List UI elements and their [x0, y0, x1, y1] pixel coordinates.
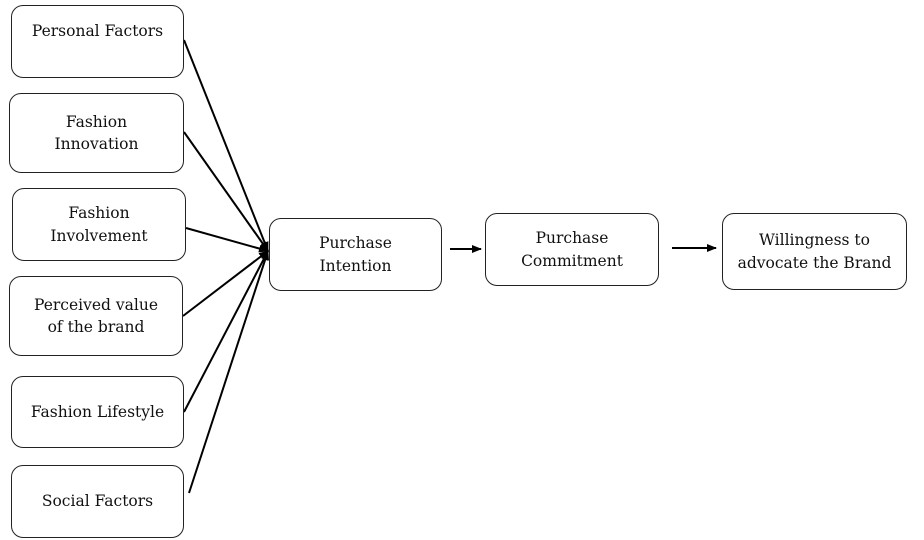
arrow-personal-to-intention — [183, 39, 269, 252]
arrow-innovation-to-intention — [183, 131, 269, 252]
social-factors-label: Social Factors — [41, 492, 154, 511]
perceived-value-box: Perceived value of the brand — [9, 276, 183, 356]
purchase-commitment-box: Purchase Commitment — [485, 213, 659, 286]
purchase-intention-box: Purchase Intention — [269, 218, 442, 291]
arrow-perceived-value-to-intention — [182, 250, 269, 317]
fashion-lifestyle-label: Fashion Lifestyle — [30, 402, 165, 421]
advocacy-label: Willingness to advocate the Brand — [737, 231, 892, 272]
arrow-social-to-intention — [188, 250, 270, 494]
fashion-lifestyle-box: Fashion Lifestyle — [11, 376, 184, 448]
purchase-intention-label: Purchase Intention — [319, 234, 392, 275]
fashion-involvement-label: Fashion Involvement — [50, 204, 148, 245]
personal-factors-box: Personal Factors — [11, 5, 184, 78]
fashion-innovation-label: Fashion Innovation — [54, 112, 139, 153]
social-factors-box: Social Factors — [11, 465, 184, 538]
purchase-commitment-label: Purchase Commitment — [521, 229, 623, 270]
personal-factors-label: Personal Factors — [31, 22, 164, 40]
advocacy-box: Willingness to advocate the Brand — [722, 213, 907, 290]
arrow-lifestyle-to-intention — [183, 250, 269, 413]
perceived-value-label: Perceived value of the brand — [33, 295, 158, 336]
arrow-involvement-to-intention — [185, 227, 269, 253]
fashion-involvement-box: Fashion Involvement — [12, 188, 186, 261]
fashion-innovation-box: Fashion Innovation — [9, 93, 184, 173]
